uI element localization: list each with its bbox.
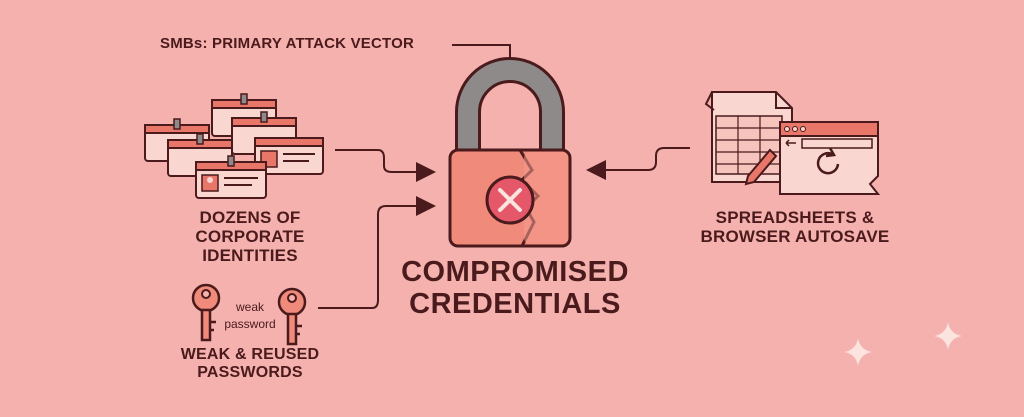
center-line-2: CREDENTIALS (409, 288, 621, 321)
arrow-passwords-to-lock (318, 196, 436, 309)
spreadsheets-line-2: BROWSER AUTOSAVE (700, 227, 890, 247)
header-text: SMBs: PRIMARY ATTACK VECTOR (160, 35, 415, 52)
key-icon (277, 287, 307, 346)
id-badge-icon (195, 155, 267, 199)
header-label: SMBs: PRIMARY ATTACK VECTOR (160, 35, 415, 53)
spreadsheets-line-1: SPREADSHEETS & (715, 208, 875, 227)
passwords-line-2: PASSWORDS (197, 363, 303, 381)
key-text-1: weak (235, 300, 265, 314)
id-badges-stack (144, 93, 324, 199)
center-label: COMPROMISED CREDENTIALS (400, 256, 630, 321)
center-line-1: COMPROMISED (401, 256, 629, 288)
pencil-icon (744, 148, 778, 186)
x-circle-icon (485, 175, 535, 225)
sparkle-icon (934, 322, 962, 350)
identities-line-2: CORPORATE IDENTITIES (195, 227, 305, 266)
key-icon (191, 283, 221, 342)
passwords-line-1: WEAK & REUSED (180, 346, 320, 363)
key-text-2: password (224, 317, 275, 331)
identities-label: DOZENS OF CORPORATE IDENTITIES (150, 208, 350, 265)
arrow-spreadsheets-to-lock (586, 147, 690, 180)
passwords-label: WEAK & REUSED PASSWORDS (160, 346, 340, 382)
arrow-identities-to-lock (335, 149, 436, 182)
identities-line-1: DOZENS OF (199, 208, 301, 227)
refresh-icon (816, 147, 840, 175)
id-badge-icon (254, 137, 324, 175)
spreadsheets-label: SPREADSHEETS & BROWSER AUTOSAVE (690, 208, 900, 246)
browser-window-icon (779, 121, 881, 195)
sparkle-icon (844, 338, 872, 366)
